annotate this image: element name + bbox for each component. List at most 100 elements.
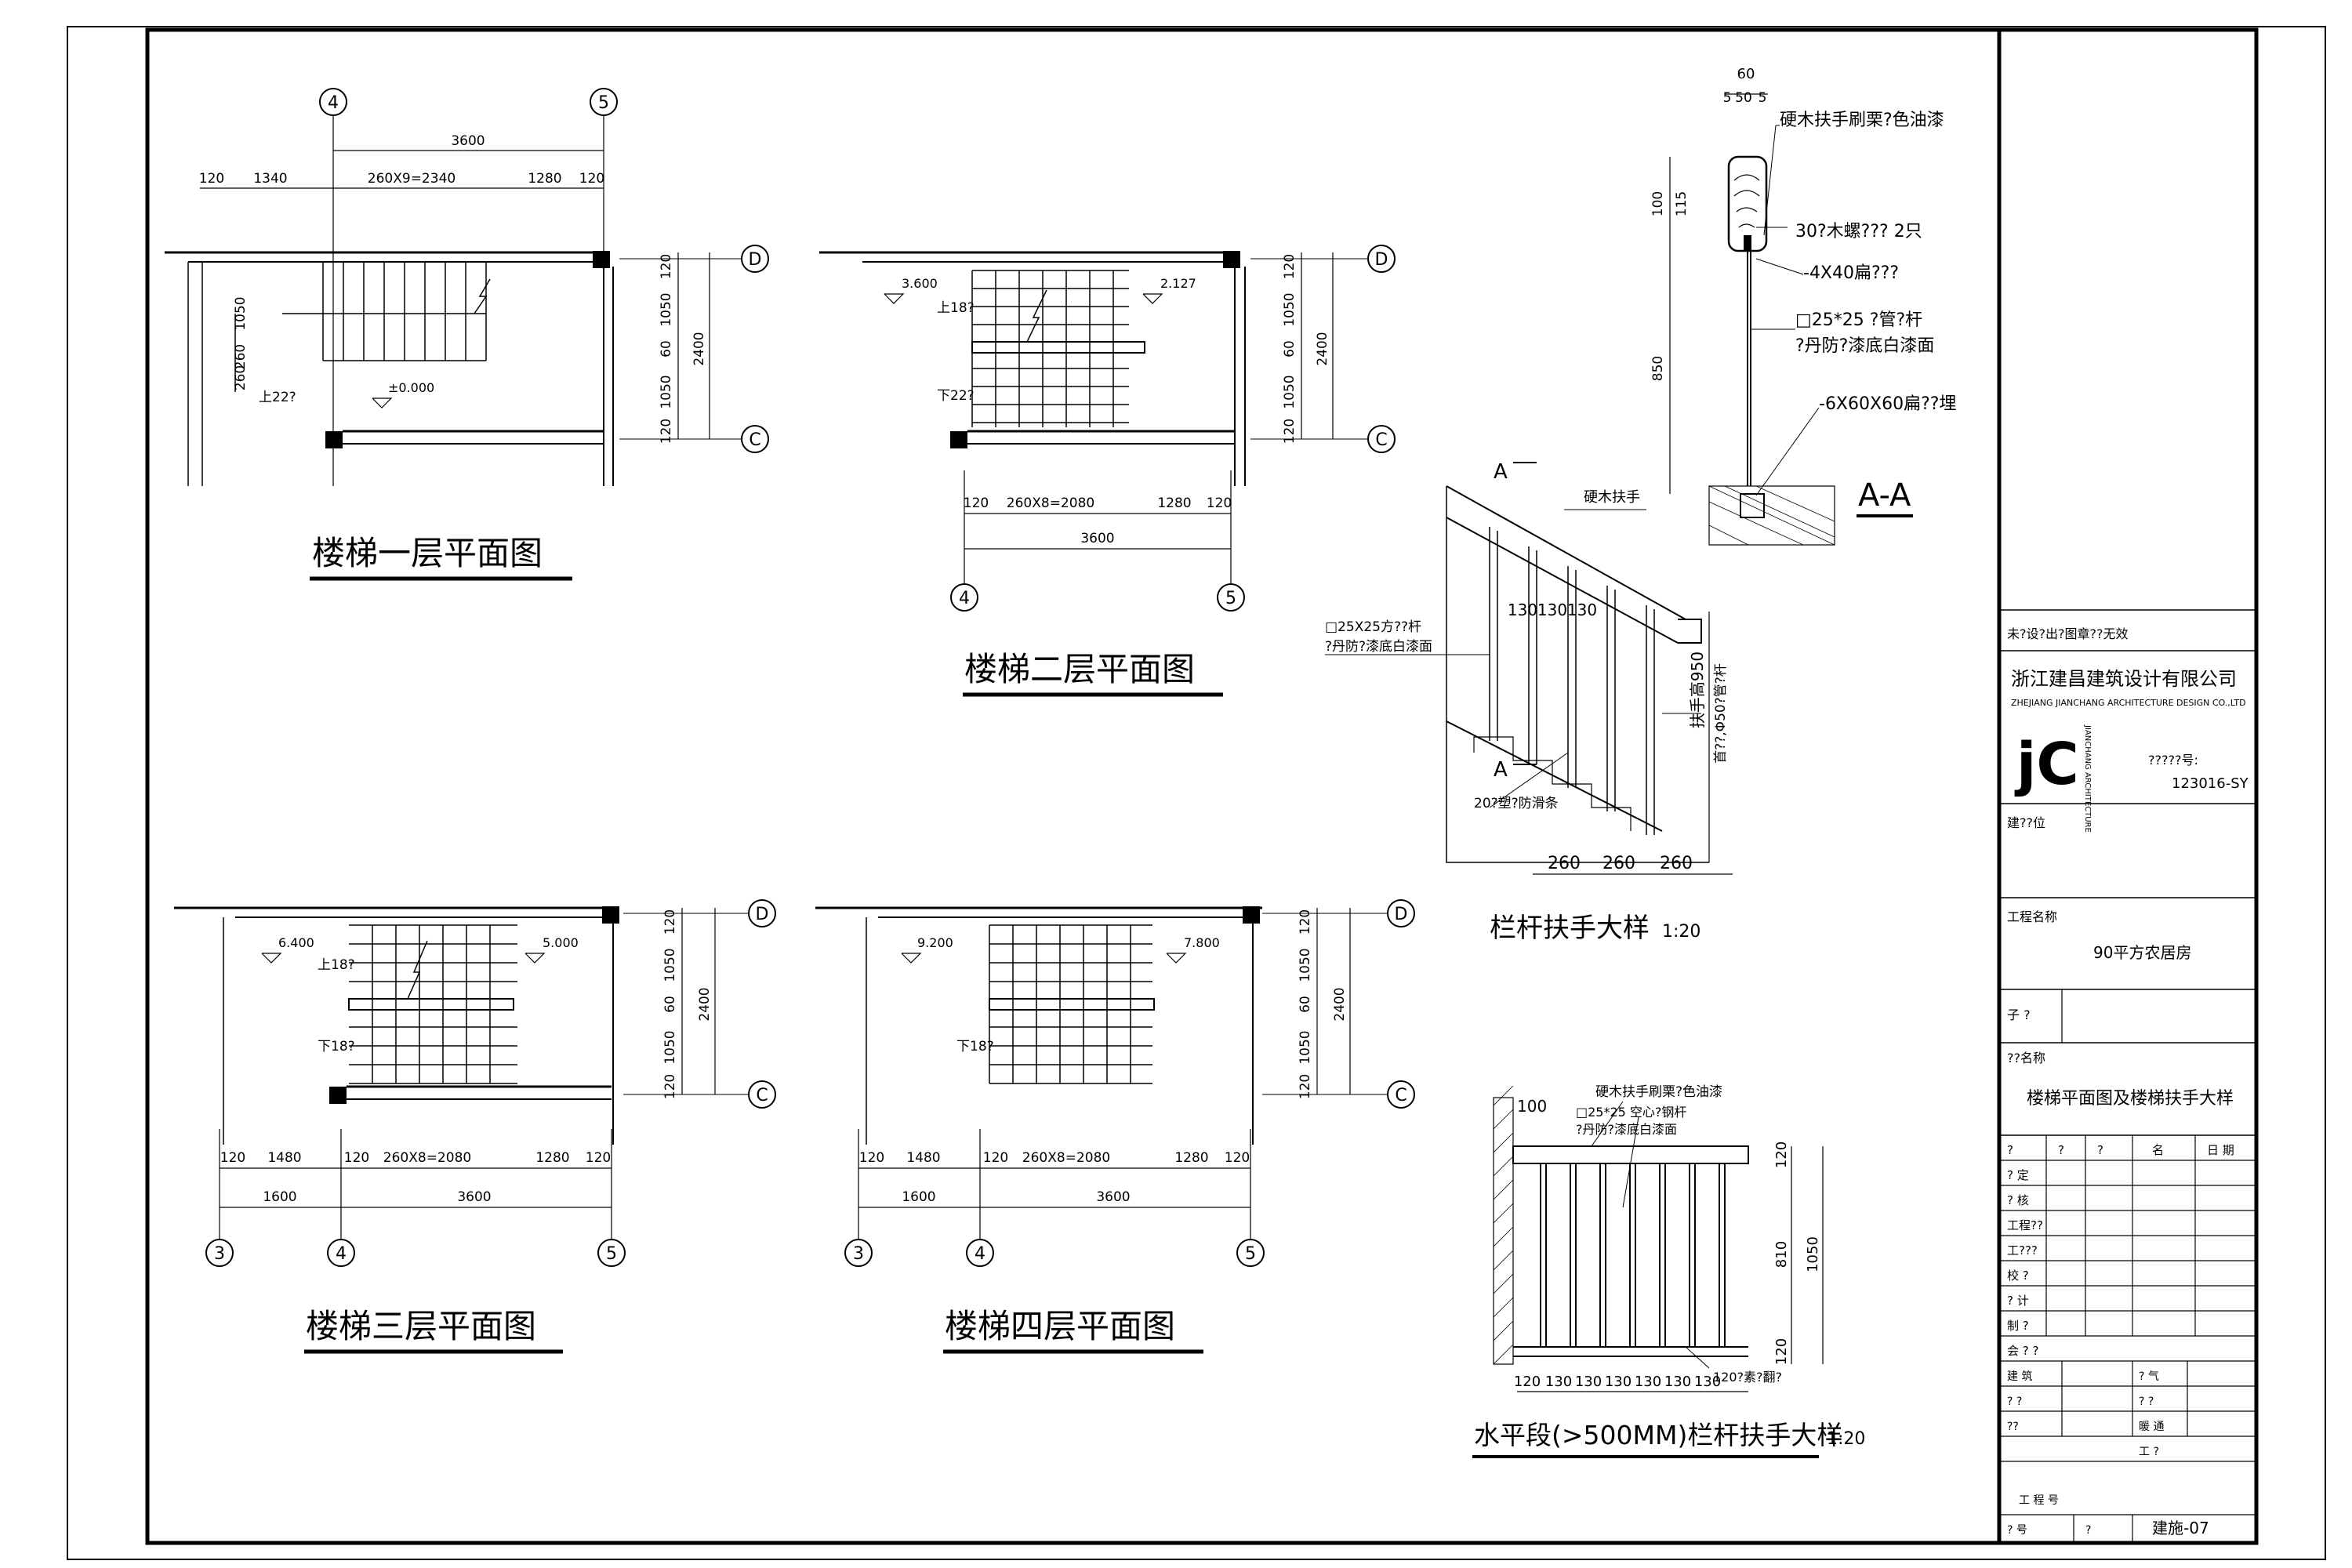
hr-v1050: 1050 xyxy=(1805,1236,1821,1272)
grid-bubble-D xyxy=(748,899,776,927)
v-total: 2400 xyxy=(1315,332,1330,365)
railing-scale: 1:20 xyxy=(1662,922,1700,942)
hr-s7: 130 xyxy=(1694,1374,1721,1390)
tb-c5: ?? xyxy=(2007,1421,2019,1433)
hr-note-1: 硬木扶手刷栗?色油漆 xyxy=(1595,1084,1722,1100)
tb-project-label: 工程名称 xyxy=(2007,909,2057,924)
dim-1480: 1480 xyxy=(267,1150,301,1166)
label-down: 下18? xyxy=(956,1039,994,1054)
grid-label-C: C xyxy=(756,1086,768,1105)
tb-sheet-label: ? 号 xyxy=(2007,1524,2027,1537)
plan-1: 4 5 3600 120 1340 260X9=2340 1280 120 xyxy=(165,88,769,581)
dim-120c: 120 xyxy=(1225,1150,1250,1166)
sec-d50: 50 xyxy=(1735,90,1752,106)
label-up: 上22? xyxy=(259,390,296,405)
title-block: 未?设?出?图章??无效 浙江建昌建筑设计有限公司 ZHEJIANG JIANC… xyxy=(1999,609,2256,1543)
grid-bubble-D xyxy=(741,245,769,273)
horizontal-title: 水平段(>500MM)栏杆扶手大样 xyxy=(1474,1420,1842,1450)
dim-120b: 120 xyxy=(579,171,604,187)
tb-c7: 工 ? xyxy=(2139,1446,2159,1458)
tb-h4: 名 xyxy=(2152,1143,2164,1157)
grid-label-5: 5 xyxy=(606,1244,617,1264)
v-total: 2400 xyxy=(1332,987,1348,1021)
v-1050a: 1050 xyxy=(1282,292,1298,326)
v-1050b: 1050 xyxy=(1282,375,1298,408)
grid-label-5: 5 xyxy=(1225,589,1236,608)
dim-run: 260X9=2340 xyxy=(368,171,456,187)
tb-proj-no: 工 程 号 xyxy=(2019,1494,2059,1507)
rail-height: 扶手高950 xyxy=(1688,652,1707,728)
dim-run: 260X8=2080 xyxy=(1007,495,1094,511)
tb-project-value: 90平方农居房 xyxy=(2093,943,2191,962)
grid-bubble-5 xyxy=(597,1239,626,1267)
label-down: 下22? xyxy=(937,388,975,404)
hr-v810: 810 xyxy=(1773,1241,1790,1268)
elevation: ±0.000 xyxy=(388,380,434,395)
tb-notice: 未?设?出?图章??无效 xyxy=(2007,626,2128,641)
grid-bubble-4 xyxy=(319,88,347,116)
v-120a: 120 xyxy=(1298,909,1313,935)
rail-130a: 130 xyxy=(1508,601,1537,619)
sec-note-4: □25*25 ?管?杆 xyxy=(1795,310,1922,330)
grid-bubble-5 xyxy=(590,88,618,116)
v-total: 2400 xyxy=(691,332,707,365)
v-60: 60 xyxy=(1298,996,1313,1013)
hr-v120a: 120 xyxy=(1773,1142,1790,1168)
v-1050b: 1050 xyxy=(659,375,674,408)
grid-bubble-4 xyxy=(950,583,978,612)
dim-120b: 120 xyxy=(344,1150,369,1166)
plan-2-title: 楼梯二层平面图 xyxy=(964,650,1195,688)
v-1050b: 1050 xyxy=(662,1030,678,1064)
grid-label-D: D xyxy=(1375,250,1388,270)
rail-bal-1: □25X25方??杆 xyxy=(1325,619,1421,635)
dim-1340: 1340 xyxy=(253,171,287,187)
dim-1280: 1280 xyxy=(535,1150,569,1166)
v-1050a: 1050 xyxy=(659,292,674,326)
tb-h1: ? xyxy=(2007,1143,2013,1157)
tb-sheet-value: 建施-07 xyxy=(2152,1519,2209,1537)
grid-label-3: 3 xyxy=(214,1244,225,1264)
label-up: 上18? xyxy=(937,300,975,316)
sec-v100: 100 xyxy=(1650,191,1666,216)
tb-sign-label: 会 ? ? xyxy=(2007,1344,2038,1358)
sec-v850: 850 xyxy=(1650,356,1666,381)
dim-120a: 120 xyxy=(859,1150,884,1166)
tb-c3: ? 气 xyxy=(2139,1370,2159,1383)
tb-company-en: ZHEJIANG JIANCHANG ARCHITECTURE DESIGN C… xyxy=(2011,698,2246,708)
hr-s3: 130 xyxy=(1575,1374,1602,1390)
plan-3-title: 楼梯三层平面图 xyxy=(306,1307,536,1345)
sec-note-5: ?丹防?漆底白漆面 xyxy=(1795,336,1934,356)
v-120a: 120 xyxy=(662,909,678,935)
tb-r6: ? 计 xyxy=(2007,1294,2029,1308)
dim-run: 260X8=2080 xyxy=(383,1150,471,1166)
grid-label-C: C xyxy=(749,430,760,450)
tb-c2: ? ? xyxy=(2007,1396,2022,1408)
sec-d5b: 5 xyxy=(1759,90,1767,106)
dim-3600: 3600 xyxy=(457,1189,491,1205)
rail-tread-1: 260 xyxy=(1548,854,1581,873)
dim-1600: 1600 xyxy=(902,1189,935,1205)
horizontal-scale: 1:20 xyxy=(1827,1429,1865,1449)
tb-r7: 制 ? xyxy=(2007,1319,2029,1333)
v-120a: 120 xyxy=(1282,254,1298,279)
dim-1480: 1480 xyxy=(906,1150,940,1166)
rail-tread-3: 260 xyxy=(1660,854,1693,873)
sec-note-1: 硬木扶手刷栗?色油漆 xyxy=(1780,111,1944,130)
grid-bubble-C xyxy=(1367,425,1396,453)
elev-left: 6.400 xyxy=(278,935,314,950)
grid-label-C: C xyxy=(1395,1086,1406,1105)
grid-bubble-3 xyxy=(844,1239,873,1267)
grid-label-4: 4 xyxy=(975,1244,985,1264)
v-120b: 120 xyxy=(1298,1074,1313,1099)
grid-bubble-4 xyxy=(966,1239,994,1267)
tb-logo: jC xyxy=(2014,731,2079,798)
hr-bottom-label: 120?素?翻? xyxy=(1713,1370,1782,1385)
hr-s5: 130 xyxy=(1635,1374,1661,1390)
tb-company: 浙江建昌建筑设计有限公司 xyxy=(2011,668,2237,690)
grid-label-D: D xyxy=(749,250,762,270)
v-1050b: 1050 xyxy=(1298,1030,1313,1064)
tb-cert-no: 123016-SY xyxy=(2172,775,2249,792)
dim-120c: 120 xyxy=(586,1150,611,1166)
rail-130c: 130 xyxy=(1567,601,1597,619)
